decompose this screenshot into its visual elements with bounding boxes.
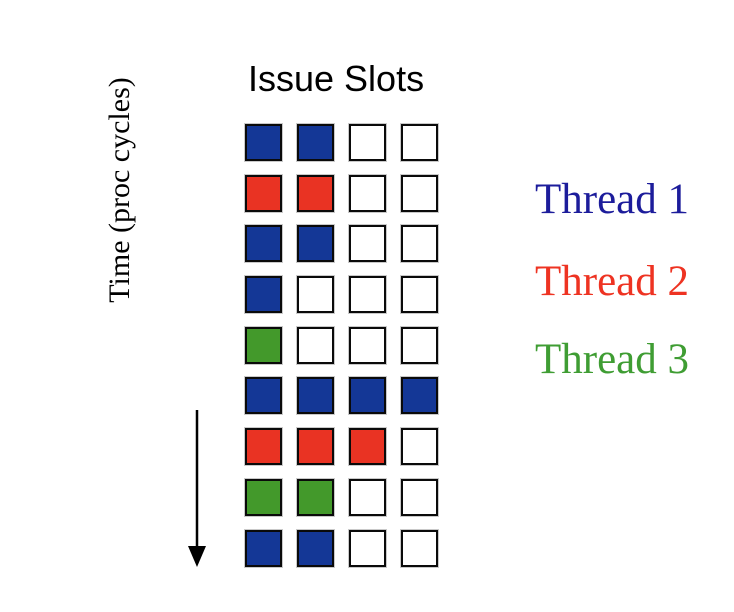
- diagram-title: Issue Slots: [248, 58, 425, 99]
- issue-slot-cell-empty-slot: [349, 174, 386, 212]
- issue-slot-cell-thread-2: [245, 428, 282, 466]
- issue-slot-cell-empty-slot: [401, 428, 438, 466]
- issue-slot-cell-empty-slot: [349, 124, 386, 161]
- issue-slot-grid: [245, 124, 438, 567]
- issue-slot-cell-thread-1: [245, 124, 282, 161]
- issue-slot-cell-thread-1: [297, 377, 334, 415]
- issue-slot-cell-thread-1: [297, 529, 334, 567]
- issue-slot-cell-thread-3: [245, 326, 282, 364]
- issue-slot-cell-thread-1: [245, 529, 282, 567]
- issue-slot-cell-empty-slot: [349, 529, 386, 567]
- issue-slot-cell-thread-1: [297, 225, 334, 263]
- issue-slot-cell-thread-3: [245, 478, 282, 516]
- issue-slot-cell-thread-2: [245, 174, 282, 212]
- issue-slot-cell-empty-slot: [349, 478, 386, 516]
- issue-slot-cell-thread-2: [349, 428, 386, 466]
- issue-slot-cell-thread-2: [297, 428, 334, 466]
- time-axis-label: Time (proc cycles): [103, 77, 136, 303]
- issue-slot-cell-empty-slot: [401, 529, 438, 567]
- issue-slot-cell-empty-slot: [401, 326, 438, 364]
- legend-item: Thread 3: [535, 336, 690, 383]
- issue-slot-cell-thread-1: [349, 377, 386, 415]
- issue-slot-cell-empty-slot: [297, 326, 334, 364]
- issue-slot-cell-empty-slot: [349, 225, 386, 263]
- issue-slot-cell-empty-slot: [297, 276, 334, 314]
- issue-slot-cell-empty-slot: [401, 225, 438, 263]
- issue-slot-cell-empty-slot: [401, 478, 438, 516]
- issue-slot-cell-thread-1: [245, 377, 282, 415]
- issue-slot-cell-empty-slot: [401, 276, 438, 314]
- legend-item: Thread 2: [535, 258, 690, 305]
- issue-slot-cell-thread-1: [245, 276, 282, 314]
- issue-slot-cell-thread-2: [297, 174, 334, 212]
- time-arrow-down-icon: [188, 410, 206, 567]
- issue-slot-cell-thread-3: [297, 478, 334, 516]
- issue-slot-cell-empty-slot: [401, 124, 438, 161]
- issue-slot-cell-thread-1: [401, 377, 438, 415]
- issue-slot-cell-empty-slot: [349, 326, 386, 364]
- legend-item: Thread 1: [535, 176, 690, 223]
- issue-slot-cell-thread-1: [297, 124, 334, 161]
- issue-slot-cell-empty-slot: [401, 174, 438, 212]
- issue-slot-cell-empty-slot: [349, 276, 386, 314]
- issue-slot-cell-thread-1: [245, 225, 282, 263]
